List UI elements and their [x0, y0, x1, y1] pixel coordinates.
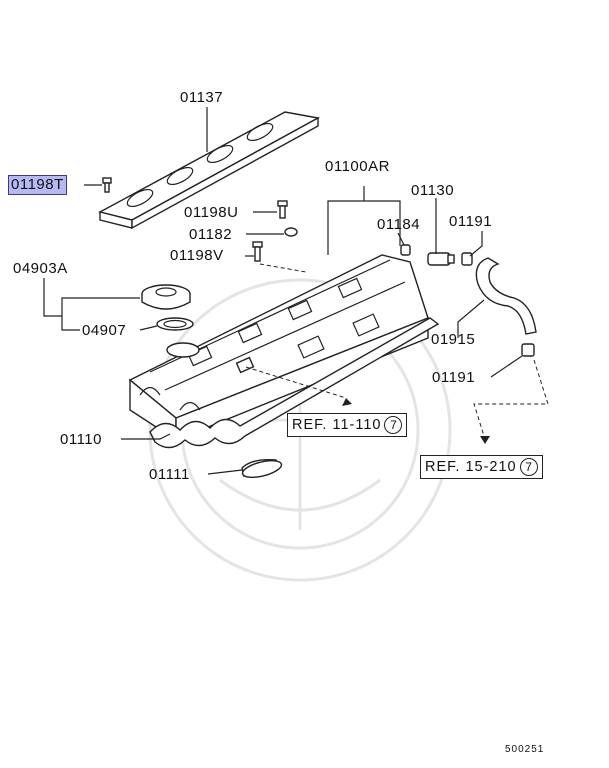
label-04907[interactable]: 04907	[82, 322, 127, 339]
label-01111[interactable]: 01111	[149, 466, 190, 483]
reference-circle-number: 7	[519, 458, 538, 476]
cover-gasket-01110[interactable]	[149, 317, 440, 449]
label-01198u[interactable]: 01198U	[184, 204, 239, 221]
label-01182[interactable]: 01182	[189, 226, 233, 243]
label-01915[interactable]: 01915	[431, 331, 476, 348]
label-01100ar[interactable]: 01100AR	[325, 158, 390, 175]
bolt-01198u[interactable]	[277, 200, 288, 219]
washer-01182[interactable]	[284, 227, 298, 237]
oil-filler-cap[interactable]	[141, 284, 191, 310]
pcv-valve-01130[interactable]	[427, 252, 455, 266]
clamp-01191-lower[interactable]	[521, 343, 535, 357]
label-04903a[interactable]: 04903A	[13, 260, 68, 277]
bolt-01198t[interactable]	[102, 177, 112, 193]
label-01130[interactable]: 01130	[411, 182, 455, 199]
grommet-01184[interactable]	[400, 244, 411, 256]
hose-01915[interactable]	[475, 257, 537, 335]
label-01198v[interactable]: 01198V	[170, 247, 224, 264]
leader-lines	[43, 107, 549, 475]
plug-gasket-01111[interactable]	[241, 457, 283, 480]
bolt-01198v[interactable]	[252, 241, 263, 262]
cap-gasket-04907[interactable]	[156, 317, 194, 331]
label-01137[interactable]: 01137	[180, 89, 224, 106]
top-cover-plate[interactable]	[98, 111, 321, 230]
diagram-code: 500251	[505, 744, 545, 755]
label-01184[interactable]: 01184	[377, 216, 421, 233]
label-01191-upper[interactable]: 01191	[449, 213, 493, 230]
reference-text: REF. 11-110	[292, 417, 382, 433]
reference-circle-number: 7	[384, 416, 403, 434]
label-01191-lower[interactable]: 01191	[432, 369, 476, 386]
label-01198t[interactable]: 01198T	[8, 175, 67, 195]
clamp-01191-upper[interactable]	[461, 252, 473, 266]
reference-text: REF. 15-210	[425, 459, 517, 475]
label-01110[interactable]: 01110	[60, 431, 102, 448]
